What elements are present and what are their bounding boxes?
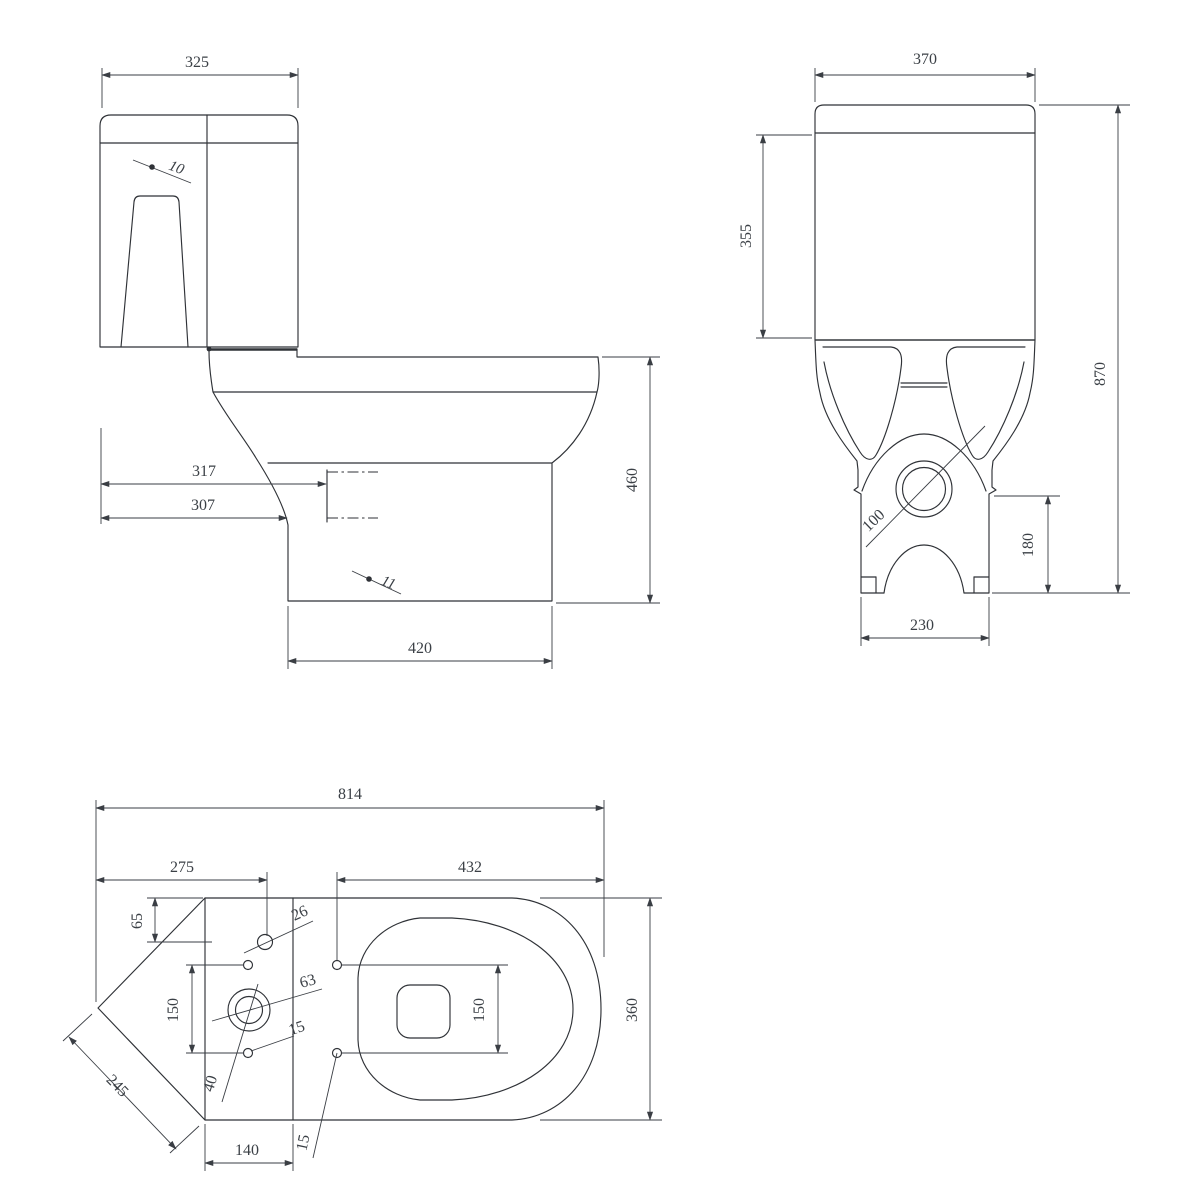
dim-label-360: 360 bbox=[624, 998, 641, 1022]
leader-seat-hole-diameter: 15 bbox=[294, 1052, 338, 1159]
dim-outlet-center-height: 307 bbox=[100, 497, 288, 522]
seat-hole bbox=[331, 1047, 343, 1059]
dim-label-180: 180 bbox=[1020, 533, 1037, 557]
dim-bowl-width: 360 bbox=[540, 897, 662, 1121]
dim-label-245: 245 bbox=[103, 1071, 132, 1100]
dim-seat-height: 460 bbox=[556, 356, 660, 604]
dim-label-15-upper: 15 bbox=[287, 1018, 308, 1039]
dim-label-370: 370 bbox=[913, 51, 937, 68]
dim-label-15-bottom: 15 bbox=[294, 1133, 314, 1152]
dim-cistern-front-depth: 140 bbox=[204, 1124, 294, 1171]
dim-label-325: 325 bbox=[185, 54, 209, 71]
dim-label-65: 65 bbox=[129, 913, 146, 929]
dim-label-150-right: 150 bbox=[471, 998, 488, 1022]
outlet-circle-inner bbox=[901, 466, 947, 512]
side-view-outline bbox=[99, 114, 600, 602]
dim-label-150-left: 150 bbox=[165, 998, 182, 1022]
front-view: 370 355 870 100 180 230 bbox=[738, 51, 1130, 646]
dim-base-width: 230 bbox=[860, 597, 990, 646]
dim-label-100: 100 bbox=[859, 506, 888, 535]
dim-label-275: 275 bbox=[170, 859, 194, 876]
dim-cistern-height: 355 bbox=[738, 134, 812, 339]
flush-circle-outer bbox=[227, 988, 271, 1032]
dim-fixing-hole-spacing-left: 150 bbox=[165, 964, 244, 1054]
dim-label-230: 230 bbox=[910, 617, 934, 634]
hinge-hole bbox=[256, 933, 274, 951]
dim-overall-height: 870 bbox=[992, 104, 1130, 594]
leader-hinge-hole-diameter: 26 bbox=[243, 903, 314, 954]
side-view: 325 10 317 307 11 460 bbox=[99, 54, 660, 669]
seat-hole bbox=[331, 959, 343, 971]
flush-circle-inner bbox=[234, 995, 264, 1025]
leader-label-10: 10 bbox=[166, 158, 186, 178]
dim-outlet-height: 180 bbox=[994, 495, 1060, 594]
dim-seat-hole-spacing: 150 bbox=[342, 964, 508, 1054]
dim-label-40: 40 bbox=[200, 1074, 221, 1094]
dim-label-307: 307 bbox=[191, 497, 215, 514]
plan-view: 814 275 432 65 26 150 bbox=[62, 786, 662, 1171]
fixing-hole bbox=[242, 1047, 254, 1059]
trap-outlet bbox=[396, 984, 451, 1039]
fixing-hole bbox=[242, 959, 254, 971]
dim-water-inlet-height: 317 bbox=[100, 428, 327, 524]
dim-label-420: 420 bbox=[408, 640, 432, 657]
dim-label-432: 432 bbox=[458, 859, 482, 876]
dim-label-26: 26 bbox=[289, 903, 311, 925]
dim-corner-edge-length: 245 bbox=[62, 1013, 200, 1154]
dim-top-edge-to-hole: 65 bbox=[129, 897, 212, 943]
dim-cistern-width-side: 325 bbox=[101, 54, 299, 108]
dim-cistern-width-front: 370 bbox=[814, 51, 1036, 102]
dim-label-317: 317 bbox=[192, 463, 216, 480]
leader-side-fixing-hole: 11 bbox=[351, 570, 402, 595]
leader-trip-lever-hole: 10 bbox=[132, 158, 192, 184]
dim-base-depth: 420 bbox=[287, 606, 553, 669]
dim-flush-inner-diameter: 40 bbox=[200, 983, 259, 1103]
leader-fixing-hole-diameter: 15 bbox=[250, 1018, 308, 1052]
dim-label-814: 814 bbox=[338, 786, 362, 803]
leader-label-11: 11 bbox=[379, 573, 398, 593]
dim-corner-to-hinge-hole: 275 bbox=[95, 859, 268, 936]
front-view-outline bbox=[814, 104, 1036, 594]
dim-overall-depth: 814 bbox=[95, 786, 605, 1002]
dim-hinge-hole-to-front: 432 bbox=[336, 859, 605, 960]
dim-label-140: 140 bbox=[235, 1142, 259, 1159]
dim-label-355: 355 bbox=[738, 224, 755, 248]
dim-label-63: 63 bbox=[298, 971, 318, 992]
joint-dot bbox=[206, 346, 212, 352]
dim-label-460: 460 bbox=[624, 468, 641, 492]
dim-label-870: 870 bbox=[1092, 362, 1109, 386]
outlet-circle-outer bbox=[895, 460, 953, 518]
dim-flush-outer-diameter: 63 bbox=[211, 971, 323, 1022]
